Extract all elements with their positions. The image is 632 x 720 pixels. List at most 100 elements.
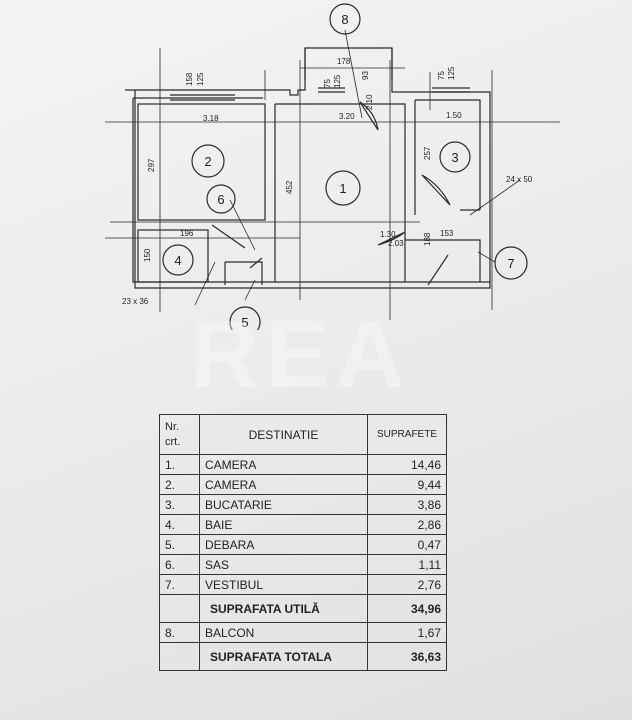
header-destinatie: DESTINATIE bbox=[199, 414, 368, 455]
dim-label: 153 bbox=[440, 229, 454, 238]
dim-label: 23 x 36 bbox=[122, 297, 149, 306]
dim-label: 75 bbox=[323, 79, 332, 88]
row-nr-empty bbox=[159, 642, 200, 671]
watermark: REA bbox=[190, 301, 411, 408]
room-number-3: 3 bbox=[451, 150, 458, 165]
table-row: 2. CAMERA 9,44 bbox=[159, 474, 447, 495]
window-room3 bbox=[432, 87, 470, 93]
dim-label: 1.30 bbox=[380, 230, 396, 239]
dim-label: 3.18 bbox=[203, 114, 219, 123]
row-destinatie: CAMERA bbox=[199, 474, 368, 495]
dim-label: 2.03 bbox=[388, 239, 404, 248]
row-nr: 2. bbox=[159, 474, 200, 495]
dim-label: 178 bbox=[337, 57, 351, 66]
row-destinatie: BUCATARIE bbox=[199, 494, 368, 515]
header-nr-crt: Nr. crt. bbox=[159, 414, 200, 455]
row-nr: 8. bbox=[159, 622, 200, 643]
row-suprafata: 1,11 bbox=[367, 554, 447, 575]
dim-label: 3.20 bbox=[339, 112, 355, 121]
row-destinatie: CAMERA bbox=[199, 454, 368, 475]
row-suprafata: 1,67 bbox=[367, 622, 447, 643]
callout-circle-5 bbox=[229, 306, 261, 330]
callout-circle-8 bbox=[329, 3, 361, 35]
row-destinatie: BALCON bbox=[199, 622, 368, 643]
dim-label: 125 bbox=[447, 66, 456, 80]
suprafata-totala-row: SUPRAFATA TOTALA 36,63 bbox=[159, 642, 447, 671]
dim-label: 24 x 50 bbox=[506, 175, 533, 184]
door-swing-4 bbox=[211, 224, 246, 249]
callout-circle-2 bbox=[191, 144, 225, 178]
row-destinatie: SAS bbox=[199, 554, 368, 575]
dim-label: 125 bbox=[196, 72, 205, 86]
callout-circle-7 bbox=[494, 246, 528, 280]
table-row: 4. BAIE 2,86 bbox=[159, 514, 447, 535]
outer-wall bbox=[125, 47, 491, 289]
callout-circle-4 bbox=[162, 244, 194, 276]
dim-label: 158 bbox=[185, 72, 194, 86]
leader-lines bbox=[194, 29, 496, 306]
room-number-7: 7 bbox=[507, 256, 514, 271]
header-crt: crt. bbox=[165, 435, 181, 448]
row-nr-empty bbox=[159, 594, 200, 623]
door-swing-6 bbox=[249, 257, 263, 269]
dim-label: 125 bbox=[333, 74, 342, 88]
window-room1 bbox=[318, 87, 345, 93]
vestibul-outline bbox=[405, 209, 481, 282]
areas-table: Nr. crt. DESTINATIE SUPRAFETE 1. CAMERA … bbox=[159, 414, 447, 671]
header-suprafete: SUPRAFETE bbox=[367, 414, 447, 455]
room-3-outline bbox=[414, 99, 481, 215]
dim-label: 150 bbox=[143, 248, 152, 262]
window-room2 bbox=[170, 94, 235, 101]
dim-label: 452 bbox=[285, 180, 294, 194]
table-row: 1. CAMERA 14,46 bbox=[159, 454, 447, 475]
dim-label: 257 bbox=[423, 146, 432, 160]
row-nr: 1. bbox=[159, 454, 200, 475]
room-number-1: 1 bbox=[339, 181, 346, 196]
suprafata-utila-label: SUPRAFATA UTILĂ bbox=[199, 594, 368, 623]
row-nr: 4. bbox=[159, 514, 200, 535]
row-destinatie: VESTIBUL bbox=[199, 574, 368, 595]
dim-label: 93 bbox=[361, 71, 370, 80]
door-swing-5 bbox=[427, 254, 449, 286]
row-suprafata: 2,86 bbox=[367, 514, 447, 535]
outer-wall-inner bbox=[132, 97, 490, 283]
suprafata-utila-row: SUPRAFATA UTILĂ 34,96 bbox=[159, 594, 447, 623]
suprafata-totala-label: SUPRAFATA TOTALA bbox=[199, 642, 368, 671]
dim-label: 196 bbox=[180, 229, 194, 238]
row-suprafata: 2,76 bbox=[367, 574, 447, 595]
suprafata-totala-value: 36,63 bbox=[367, 642, 447, 671]
table-row: 7. VESTIBUL 2,76 bbox=[159, 574, 447, 595]
row-nr: 7. bbox=[159, 574, 200, 595]
row-nr: 3. bbox=[159, 494, 200, 515]
row-destinatie: DEBARA bbox=[199, 534, 368, 555]
row-suprafata: 0,47 bbox=[367, 534, 447, 555]
balcony-outline bbox=[304, 48, 393, 80]
table-row: 5. DEBARA 0,47 bbox=[159, 534, 447, 555]
room-4-outline bbox=[137, 229, 209, 283]
row-destinatie: BAIE bbox=[199, 514, 368, 535]
dim-label: 75 bbox=[437, 71, 446, 80]
row-suprafata: 3,86 bbox=[367, 494, 447, 515]
header-nr: Nr. bbox=[165, 420, 180, 433]
dim-label: 1.50 bbox=[446, 111, 462, 120]
room-number-5: 5 bbox=[241, 315, 248, 330]
room-2-outline bbox=[137, 103, 266, 221]
dim-label: 2.10 bbox=[365, 94, 374, 110]
room-1-outline bbox=[274, 103, 406, 282]
callout-circle-6 bbox=[206, 184, 236, 214]
row-suprafata: 14,46 bbox=[367, 454, 447, 475]
row-suprafata: 9,44 bbox=[367, 474, 447, 495]
room-number-6: 6 bbox=[217, 192, 224, 207]
door-swing-2 bbox=[377, 231, 406, 246]
callout-circle-3 bbox=[439, 141, 471, 173]
suprafata-utila-value: 34,96 bbox=[367, 594, 447, 623]
table-row: 3. BUCATARIE 3,86 bbox=[159, 494, 447, 515]
table-row-balcon: 8. BALCON 1,67 bbox=[159, 622, 447, 643]
door-swing-1 bbox=[359, 101, 379, 131]
table-row: 6. SAS 1,11 bbox=[159, 554, 447, 575]
row-nr: 6. bbox=[159, 554, 200, 575]
room-number-4: 4 bbox=[174, 253, 181, 268]
dim-label: 297 bbox=[147, 158, 156, 172]
door-swing-3 bbox=[421, 174, 451, 206]
